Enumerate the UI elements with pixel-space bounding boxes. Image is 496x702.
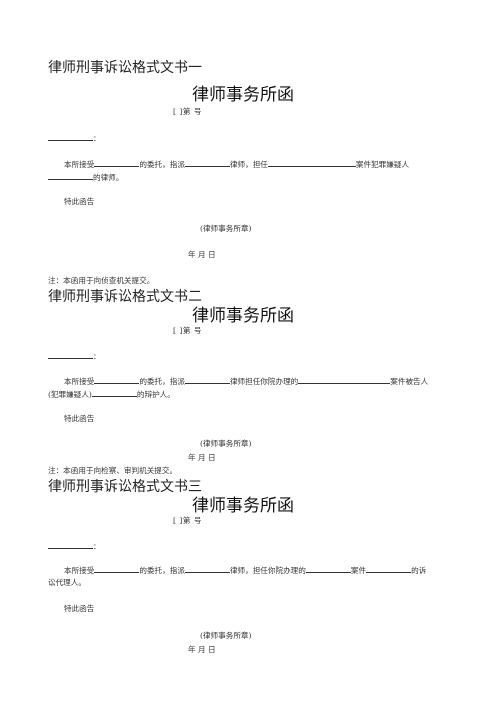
doc1-title: 律师事务所函 [192, 85, 294, 105]
client-blank[interactable] [94, 158, 140, 167]
doc1-seal: (律师事务所章) [200, 224, 252, 233]
doc2-addressee: ： [48, 350, 101, 362]
client-blank[interactable] [94, 375, 140, 384]
suspect-blank[interactable] [48, 171, 93, 180]
lawyer-blank[interactable] [184, 375, 230, 384]
doc3-closing: 特此函告 [64, 604, 95, 613]
case-blank[interactable] [305, 564, 351, 573]
doc1-number: [ ]第 号 [173, 107, 202, 116]
doc1-date: 年 月 日 [188, 250, 216, 259]
doc1-closing: 特此函告 [64, 197, 95, 206]
party-blank[interactable] [366, 564, 412, 573]
lawyer-blank[interactable] [184, 158, 230, 167]
doc2-note: 注：本函用于向检察、审判机关提交。 [48, 466, 178, 475]
doc2-body-line1: 本所接受的委托，指派律师担任你院办理的案件被告人 [64, 375, 429, 386]
doc3-addressee: ： [48, 540, 101, 552]
doc3-title: 律师事务所函 [192, 496, 294, 516]
doc1-note: 注：本函用于向侦查机关提交。 [48, 276, 155, 285]
doc1-heading: 律师刑事诉讼格式文书一 [48, 60, 202, 76]
case-blank[interactable] [298, 375, 391, 384]
doc1-body-line2: 的律师。 [48, 171, 123, 183]
doc2-closing: 特此函告 [64, 414, 95, 423]
lawyer-blank[interactable] [184, 564, 230, 573]
addressee-blank[interactable] [48, 132, 93, 141]
doc3-heading: 律师刑事诉讼格式文书三 [48, 479, 202, 495]
doc2-number: [ ]第 号 [173, 326, 202, 335]
addressee-blank[interactable] [48, 350, 93, 359]
doc1-addressee: ： [48, 132, 101, 144]
doc3-date: 年 月 日 [188, 645, 216, 654]
doc3-number: [ ]第 号 [173, 516, 202, 525]
case-blank[interactable] [267, 158, 356, 167]
doc2-body-line2: (犯罪嫌疑人)的辩护人。 [48, 388, 175, 399]
doc3-body-line1: 本所接受的委托，指派律师，担任你院办理的案件的诉 [64, 564, 427, 575]
doc2-seal: (律师事务所章) [200, 439, 252, 448]
client-blank[interactable] [94, 564, 140, 573]
addressee-blank[interactable] [48, 540, 93, 549]
doc3-body-line2: 讼代理人。 [48, 578, 86, 587]
defendant-blank[interactable] [91, 388, 137, 397]
doc3-seal: (律师事务所章) [200, 631, 252, 640]
doc2-title: 律师事务所函 [192, 306, 294, 326]
doc1-body-line1: 本所接受的委托，指派律师，担任案件犯罪嫌疑人 [64, 158, 410, 169]
doc2-heading: 律师刑事诉讼格式文书二 [48, 289, 202, 305]
doc2-date: 年 月 日 [188, 453, 216, 462]
